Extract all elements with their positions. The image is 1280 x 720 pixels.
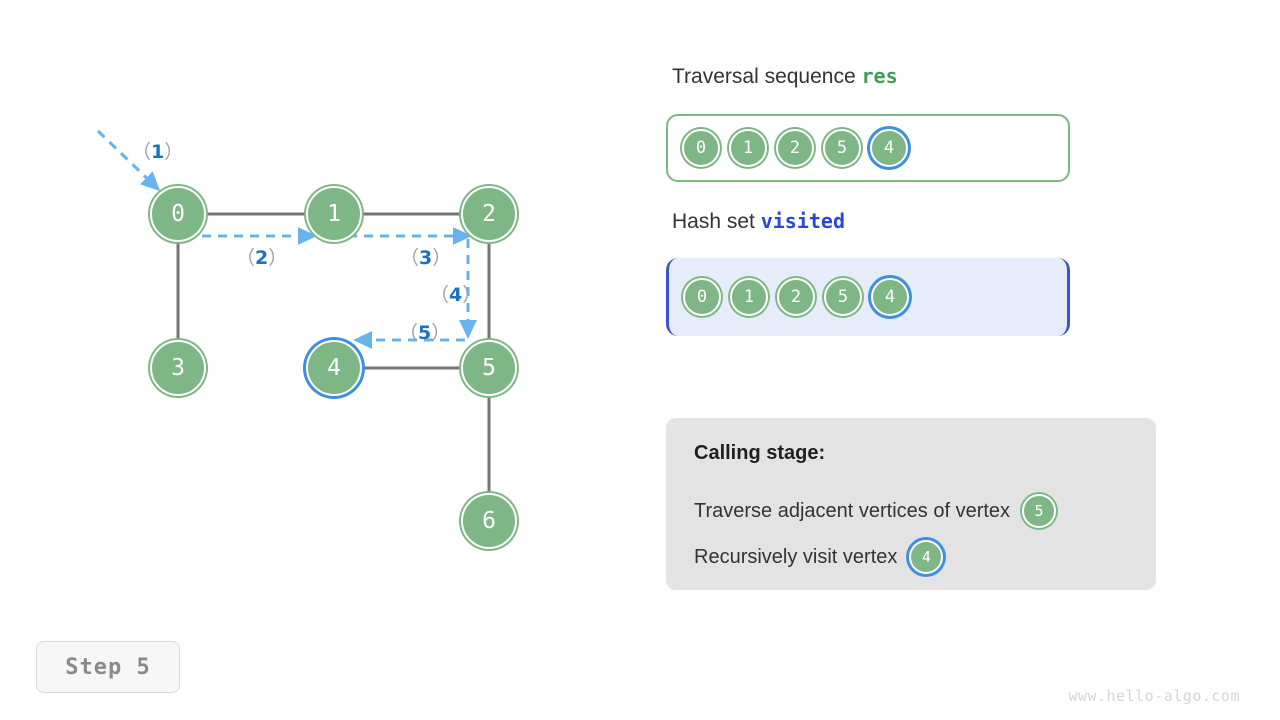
res-item-0[interactable]: 0 xyxy=(682,129,720,167)
res-item-1-label: 1 xyxy=(742,138,754,158)
res-section-title: Traversal sequence res xyxy=(672,64,898,89)
graph-vertex-5-label: 5 xyxy=(482,355,496,381)
graph-vertex-6-label: 6 xyxy=(482,508,496,534)
graph-vertex-2[interactable]: 2 xyxy=(461,186,517,242)
res-item-2-label: 2 xyxy=(789,138,801,158)
graph-vertex-6[interactable]: 6 xyxy=(461,493,517,549)
res-item-0-label: 0 xyxy=(695,138,707,158)
res-item-4-label: 4 xyxy=(883,138,895,158)
calling-stage-title: Calling stage: xyxy=(694,442,826,464)
visited-item-2-label: 2 xyxy=(790,287,802,307)
graph-vertex-5[interactable]: 5 xyxy=(461,340,517,396)
calling-stage-line-2-text: Recursively visit vertex xyxy=(694,545,898,568)
graph-vertex-0-label: 0 xyxy=(171,201,185,227)
visited-container: 0 1 2 5 4 xyxy=(666,258,1070,336)
traversal-step-label-3: （3） xyxy=(400,247,452,269)
res-items: 0 1 2 5 4 xyxy=(682,116,908,180)
traversal-arrow-group xyxy=(96,129,477,349)
graph-edges-and-arrows xyxy=(96,129,491,493)
graph-vertex-1-label: 1 xyxy=(327,201,341,227)
edge-group xyxy=(176,212,491,493)
visited-item-4[interactable]: 4 xyxy=(871,278,909,316)
visited-item-2[interactable]: 2 xyxy=(777,278,815,316)
calling-stage-line-2-vertex[interactable]: 4 xyxy=(909,540,944,574)
calling-stage-line-2-vertex-label: 4 xyxy=(921,548,931,566)
visited-item-3-label: 5 xyxy=(837,287,849,307)
graph-vertex-0[interactable]: 0 xyxy=(150,186,206,242)
graph-vertex-3-label: 3 xyxy=(171,355,185,381)
graph-panel: 0 1 2 3 4 5 6 （1） （2） （3） （4） （5） xyxy=(0,0,660,620)
res-container: 0 1 2 5 4 xyxy=(666,114,1070,182)
traversal-step-label-5: （5） xyxy=(399,322,451,344)
res-title-code: res xyxy=(861,64,898,88)
traversal-step-label-1: （1） xyxy=(132,141,184,163)
res-item-1[interactable]: 1 xyxy=(729,129,767,167)
traversal-step-label-2: （2） xyxy=(236,247,288,269)
graph-vertex-1[interactable]: 1 xyxy=(306,186,362,242)
calling-stage-panel: Calling stage: Traverse adjacent vertice… xyxy=(666,418,1156,590)
visited-item-0[interactable]: 0 xyxy=(683,278,721,316)
calling-stage-line-1-text: Traverse adjacent vertices of vertex xyxy=(694,499,1011,522)
visited-item-0-label: 0 xyxy=(696,287,708,307)
calling-stage-line-1-vertex[interactable]: 5 xyxy=(1022,494,1057,528)
footer-url: www.hello-algo.com xyxy=(1068,687,1240,705)
right-panel: Traversal sequence res 0 1 2 5 4 xyxy=(666,0,1280,720)
calling-stage-line-1-vertex-label: 5 xyxy=(1034,502,1044,520)
graph-vertex-4[interactable]: 4 xyxy=(306,340,362,396)
res-item-2[interactable]: 2 xyxy=(776,129,814,167)
calling-stage-line-1: Traverse adjacent vertices of vertex 5 xyxy=(694,494,1057,528)
res-item-3-label: 5 xyxy=(836,138,848,158)
traversal-arrow-1 xyxy=(96,129,161,192)
res-title-prefix: Traversal sequence xyxy=(672,65,862,88)
visited-item-4-label: 4 xyxy=(884,287,896,307)
graph-vertex-3[interactable]: 3 xyxy=(150,340,206,396)
visited-item-1-label: 1 xyxy=(743,287,755,307)
visited-title-code: visited xyxy=(760,209,846,233)
step-badge: Step 5 xyxy=(36,641,180,693)
visited-item-3[interactable]: 5 xyxy=(824,278,862,316)
visited-item-1[interactable]: 1 xyxy=(730,278,768,316)
visited-title-prefix: Hash set xyxy=(672,210,761,233)
visited-items: 0 1 2 5 4 xyxy=(683,258,909,336)
res-item-3[interactable]: 5 xyxy=(823,129,861,167)
traversal-step-label-4: （4） xyxy=(430,284,482,306)
graph-vertex-4-label: 4 xyxy=(327,355,341,381)
res-item-4[interactable]: 4 xyxy=(870,129,908,167)
graph-vertex-2-label: 2 xyxy=(482,201,496,227)
visited-section-title: Hash set visited xyxy=(672,209,845,234)
calling-stage-line-2: Recursively visit vertex 4 xyxy=(694,540,944,574)
